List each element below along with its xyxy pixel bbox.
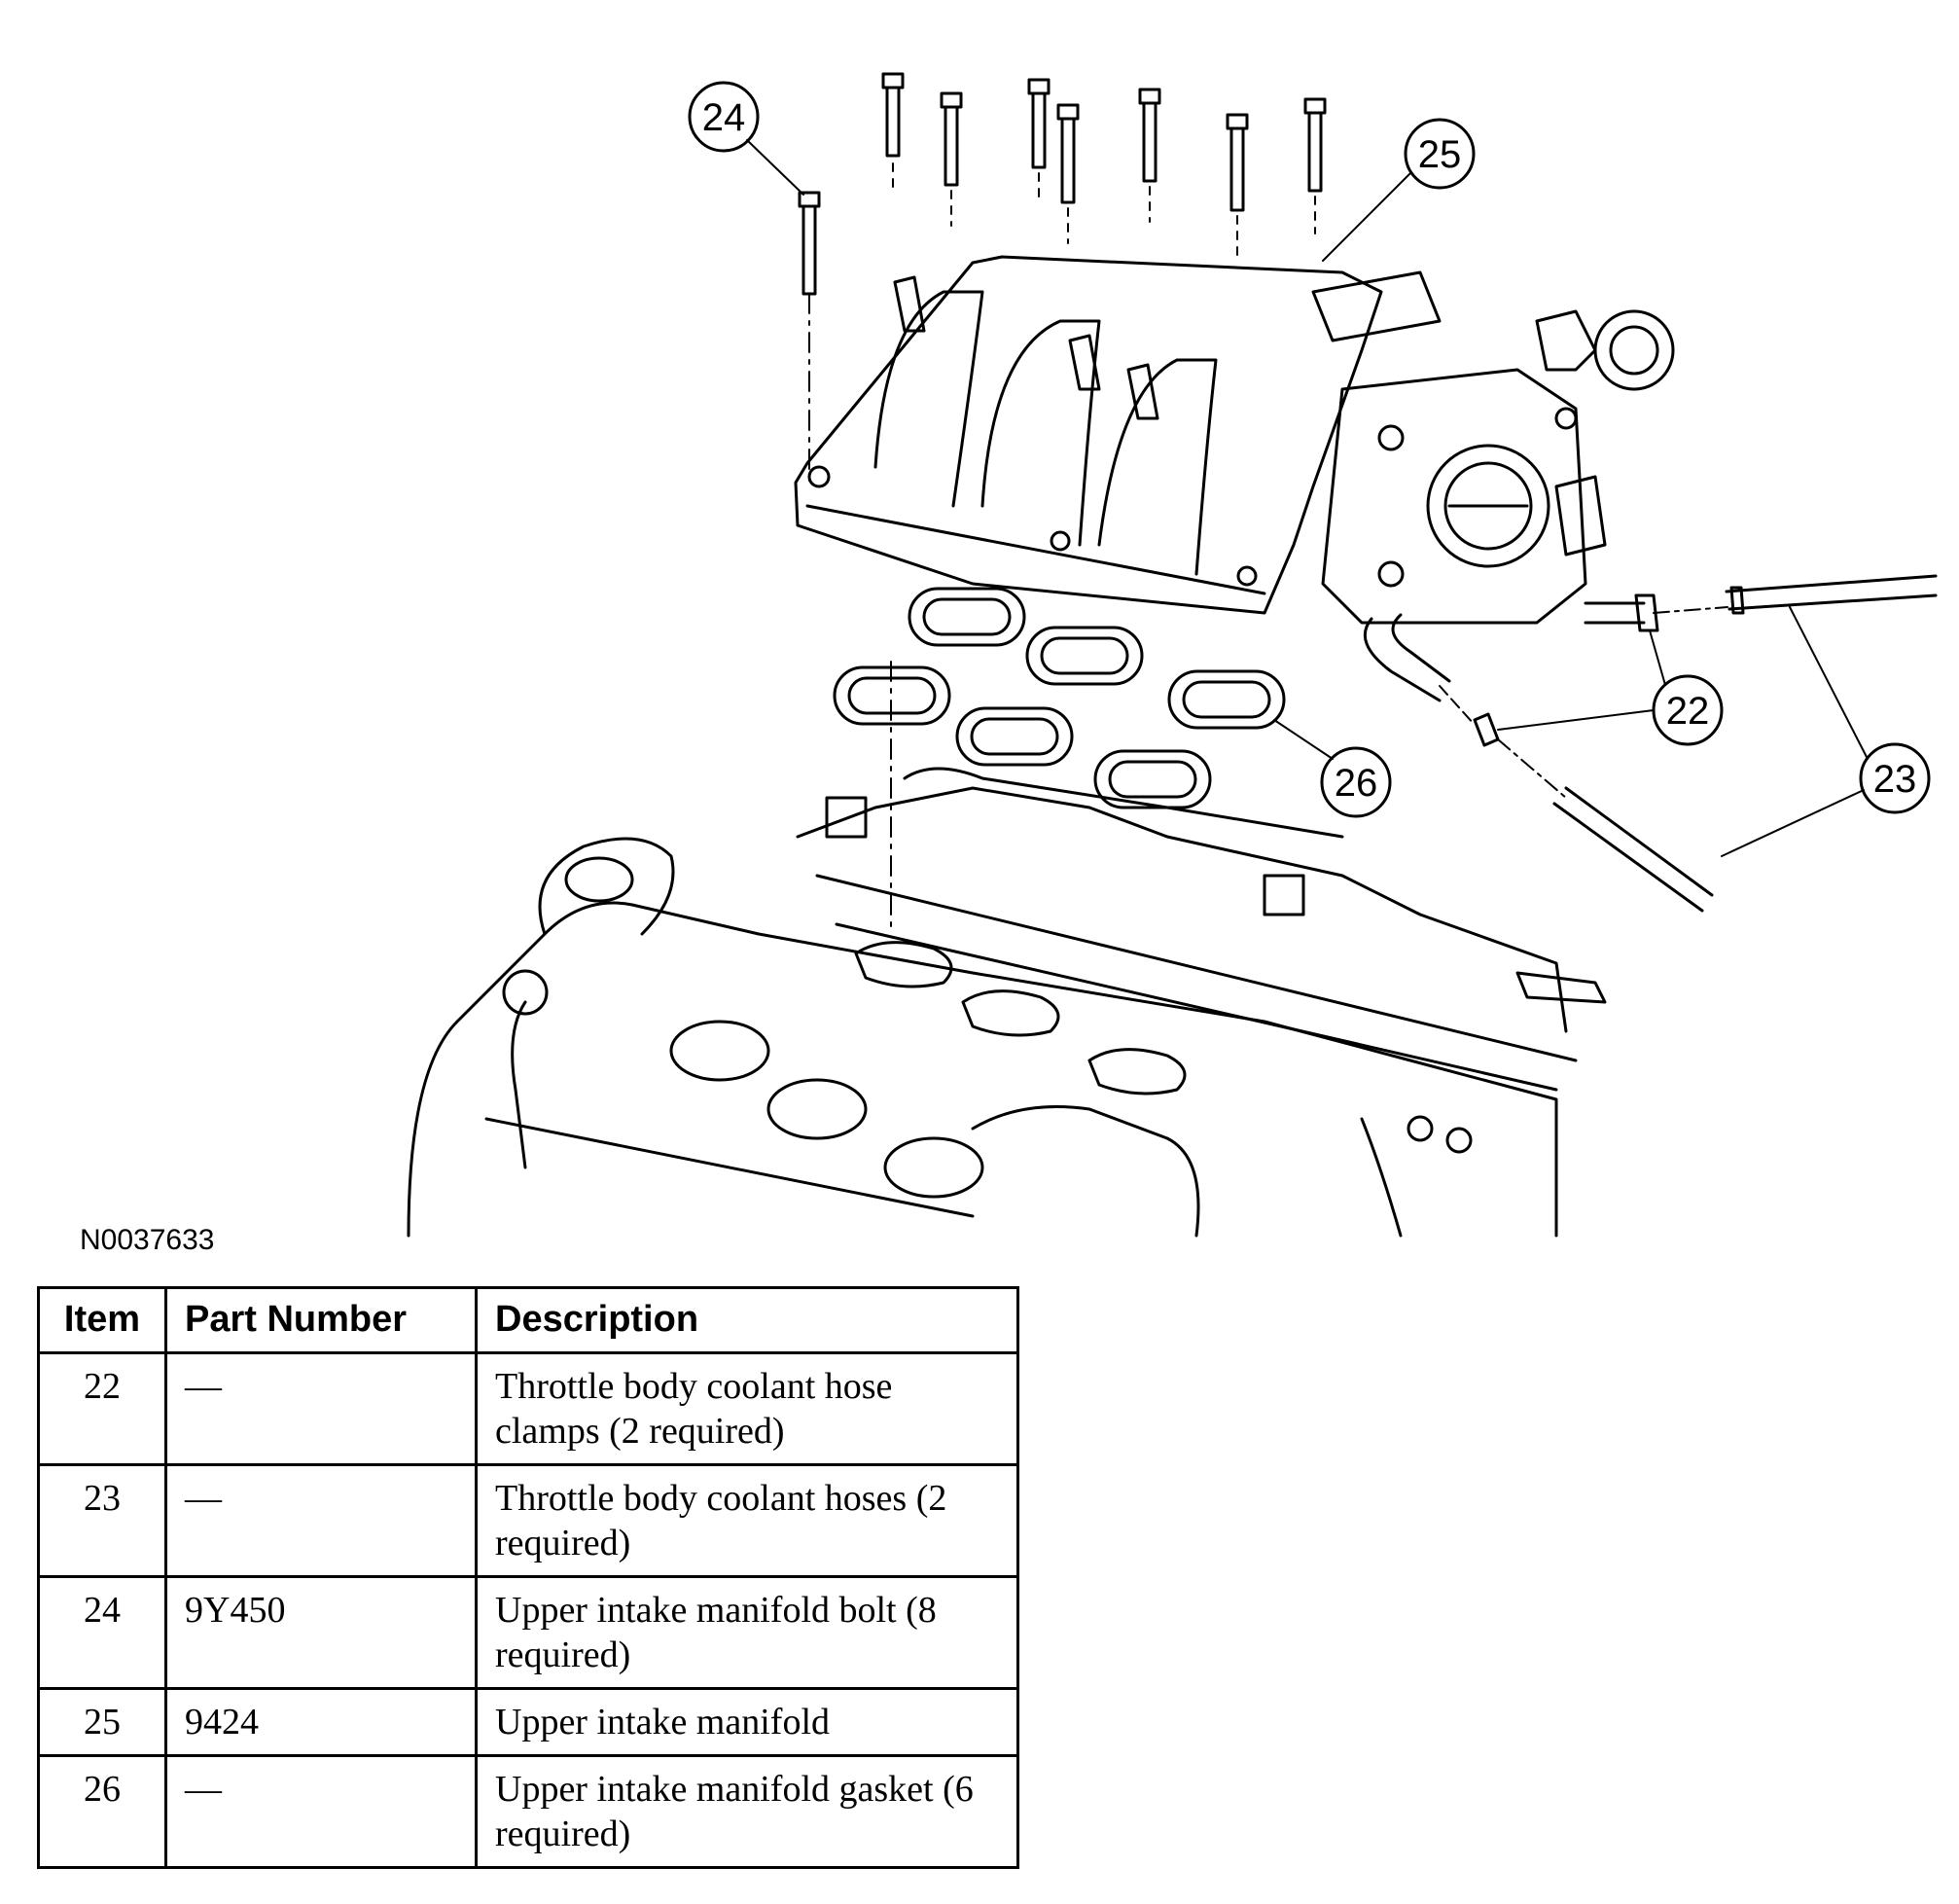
table-row: 25 9424 Upper intake manifold bbox=[37, 1687, 1019, 1757]
table-row: 26 — Upper intake manifold gasket (6 req… bbox=[37, 1754, 1019, 1869]
callout-23: 23 bbox=[1873, 758, 1917, 801]
cell-item: 26 bbox=[37, 1754, 167, 1869]
bolt bbox=[798, 191, 821, 487]
header-description: Description bbox=[475, 1286, 1019, 1354]
figure-id: N0037633 bbox=[80, 1224, 215, 1256]
cell-item: 25 bbox=[37, 1687, 167, 1757]
cell-part-number: — bbox=[164, 1351, 478, 1466]
table-header-row: Item Part Number Description bbox=[37, 1286, 1019, 1354]
cell-description: Throttle body coolant hose clamps (2 req… bbox=[475, 1351, 1019, 1466]
callout-25: 25 bbox=[1418, 133, 1462, 176]
cell-part-number: 9Y450 bbox=[164, 1575, 478, 1690]
callout-22: 22 bbox=[1666, 690, 1710, 733]
table-row: 24 9Y450 Upper intake manifold bolt (8 r… bbox=[37, 1575, 1019, 1690]
cell-description: Upper intake manifold bolt (8 required) bbox=[475, 1575, 1019, 1690]
cell-part-number: — bbox=[164, 1463, 478, 1578]
callouts bbox=[688, 81, 1931, 857]
bolt bbox=[1027, 78, 1051, 205]
header-item: Item bbox=[37, 1286, 167, 1354]
cell-description: Upper intake manifold bbox=[475, 1687, 1019, 1757]
manifold-bolts bbox=[798, 72, 1327, 487]
upper-intake-manifold bbox=[794, 255, 1383, 615]
cell-item: 23 bbox=[37, 1463, 167, 1578]
parts-table: Item Part Number Description 22 — Thrott… bbox=[37, 1286, 1019, 1869]
bolt bbox=[881, 72, 905, 196]
cell-item: 22 bbox=[37, 1351, 167, 1466]
cell-description: Throttle body coolant hoses (2 required) bbox=[475, 1463, 1019, 1578]
callout-24: 24 bbox=[702, 96, 746, 139]
cell-description: Upper intake manifold gasket (6 required… bbox=[475, 1754, 1019, 1869]
engine-lower-intake bbox=[407, 767, 1607, 1238]
bolt bbox=[1303, 97, 1327, 234]
bolt bbox=[940, 91, 963, 227]
bolt bbox=[1226, 113, 1249, 256]
cell-item: 24 bbox=[37, 1575, 167, 1690]
table-row: 23 — Throttle body coolant hoses (2 requ… bbox=[37, 1463, 1019, 1578]
bolt bbox=[1056, 103, 1080, 244]
callout-26: 26 bbox=[1335, 762, 1378, 805]
exploded-view-diagram: 24 25 22 26 23 bbox=[407, 72, 1938, 1238]
header-part-number: Part Number bbox=[164, 1286, 478, 1354]
table-row: 22 — Throttle body coolant hose clamps (… bbox=[37, 1351, 1019, 1466]
coolant-hoses bbox=[1363, 574, 1938, 913]
cell-part-number: 9424 bbox=[164, 1687, 478, 1757]
cell-part-number: — bbox=[164, 1754, 478, 1869]
throttle-body bbox=[1311, 270, 1675, 625]
bolt bbox=[1138, 88, 1161, 223]
manifold-gaskets bbox=[833, 587, 1286, 935]
